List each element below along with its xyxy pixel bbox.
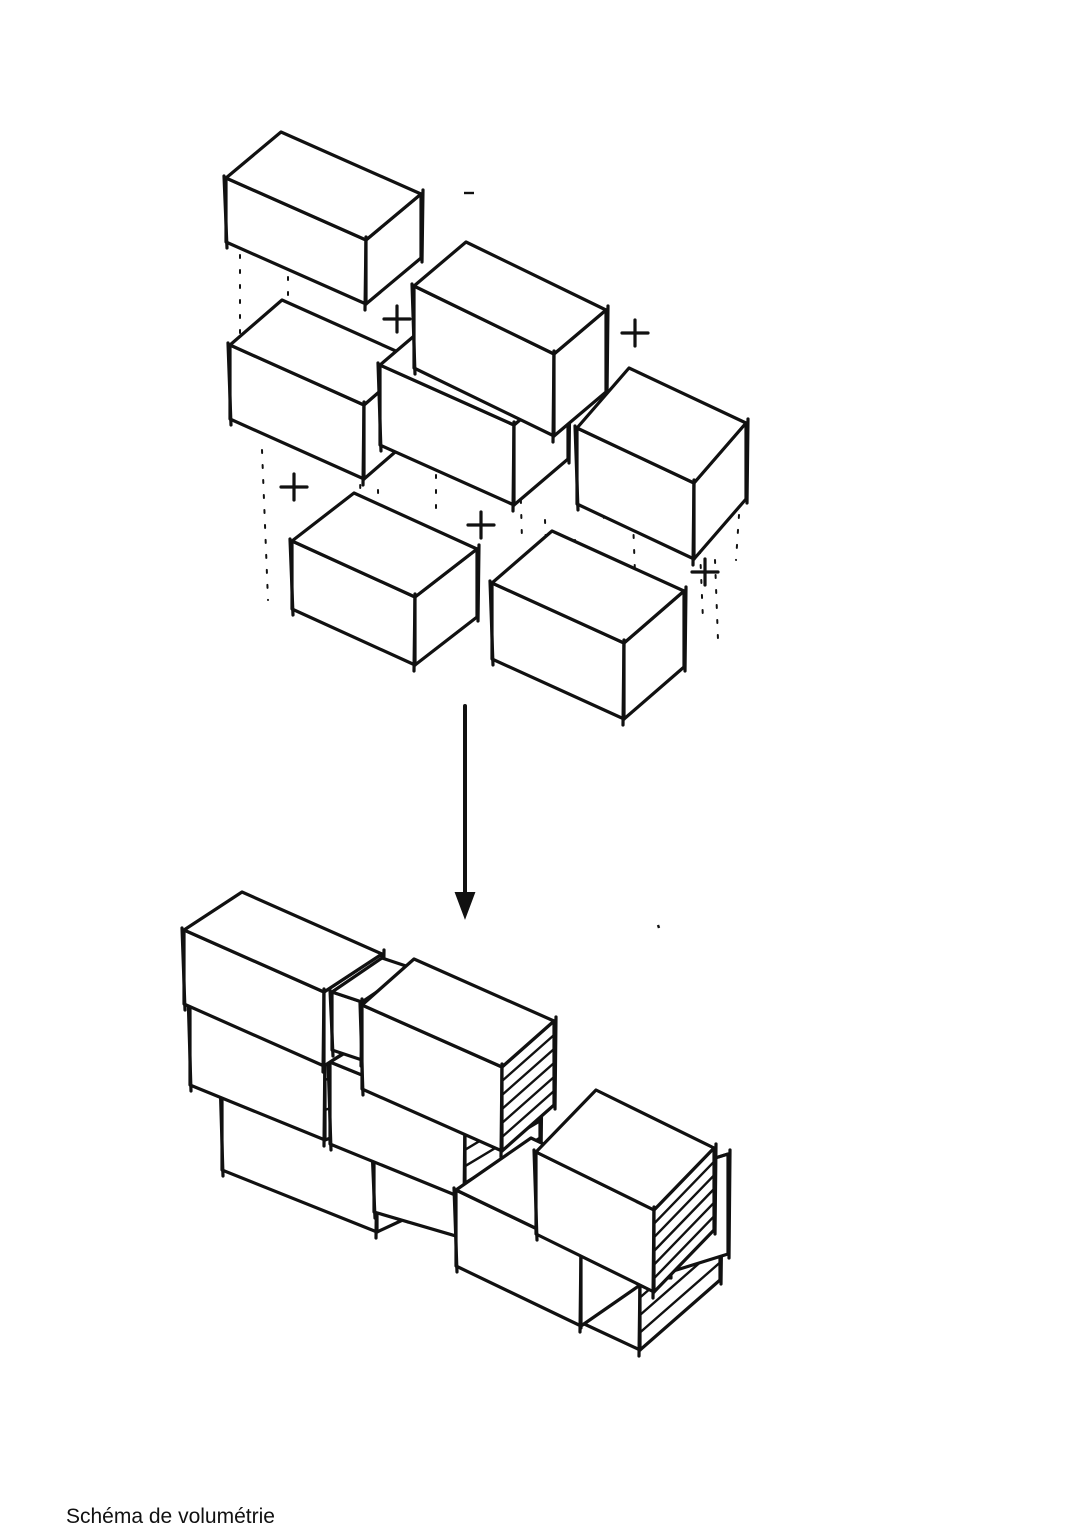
box-1: [222, 130, 425, 312]
assembly-box-top-right: [532, 1088, 718, 1300]
box-7: [488, 529, 688, 727]
assembly-box-top-center: [358, 957, 558, 1159]
box-5: [573, 366, 750, 567]
guide-line: [735, 499, 741, 561]
arrow-down-icon: [454, 704, 476, 920]
plus-signs: [279, 191, 720, 929]
plus-icon: [690, 557, 720, 587]
plus-icon: [279, 472, 309, 502]
exploded-boxes: [222, 130, 750, 727]
box-2: [410, 240, 610, 444]
guide-line: [261, 449, 269, 601]
plus-icon: [382, 304, 412, 334]
stray-mark: [656, 924, 661, 929]
plus-icon: [466, 510, 496, 540]
assembled-volume: [180, 890, 732, 1358]
plus-icon: [620, 318, 650, 348]
box-6: [288, 491, 481, 673]
caption: Schéma de volumétrie: [66, 1505, 275, 1528]
guide-line: [699, 549, 704, 621]
